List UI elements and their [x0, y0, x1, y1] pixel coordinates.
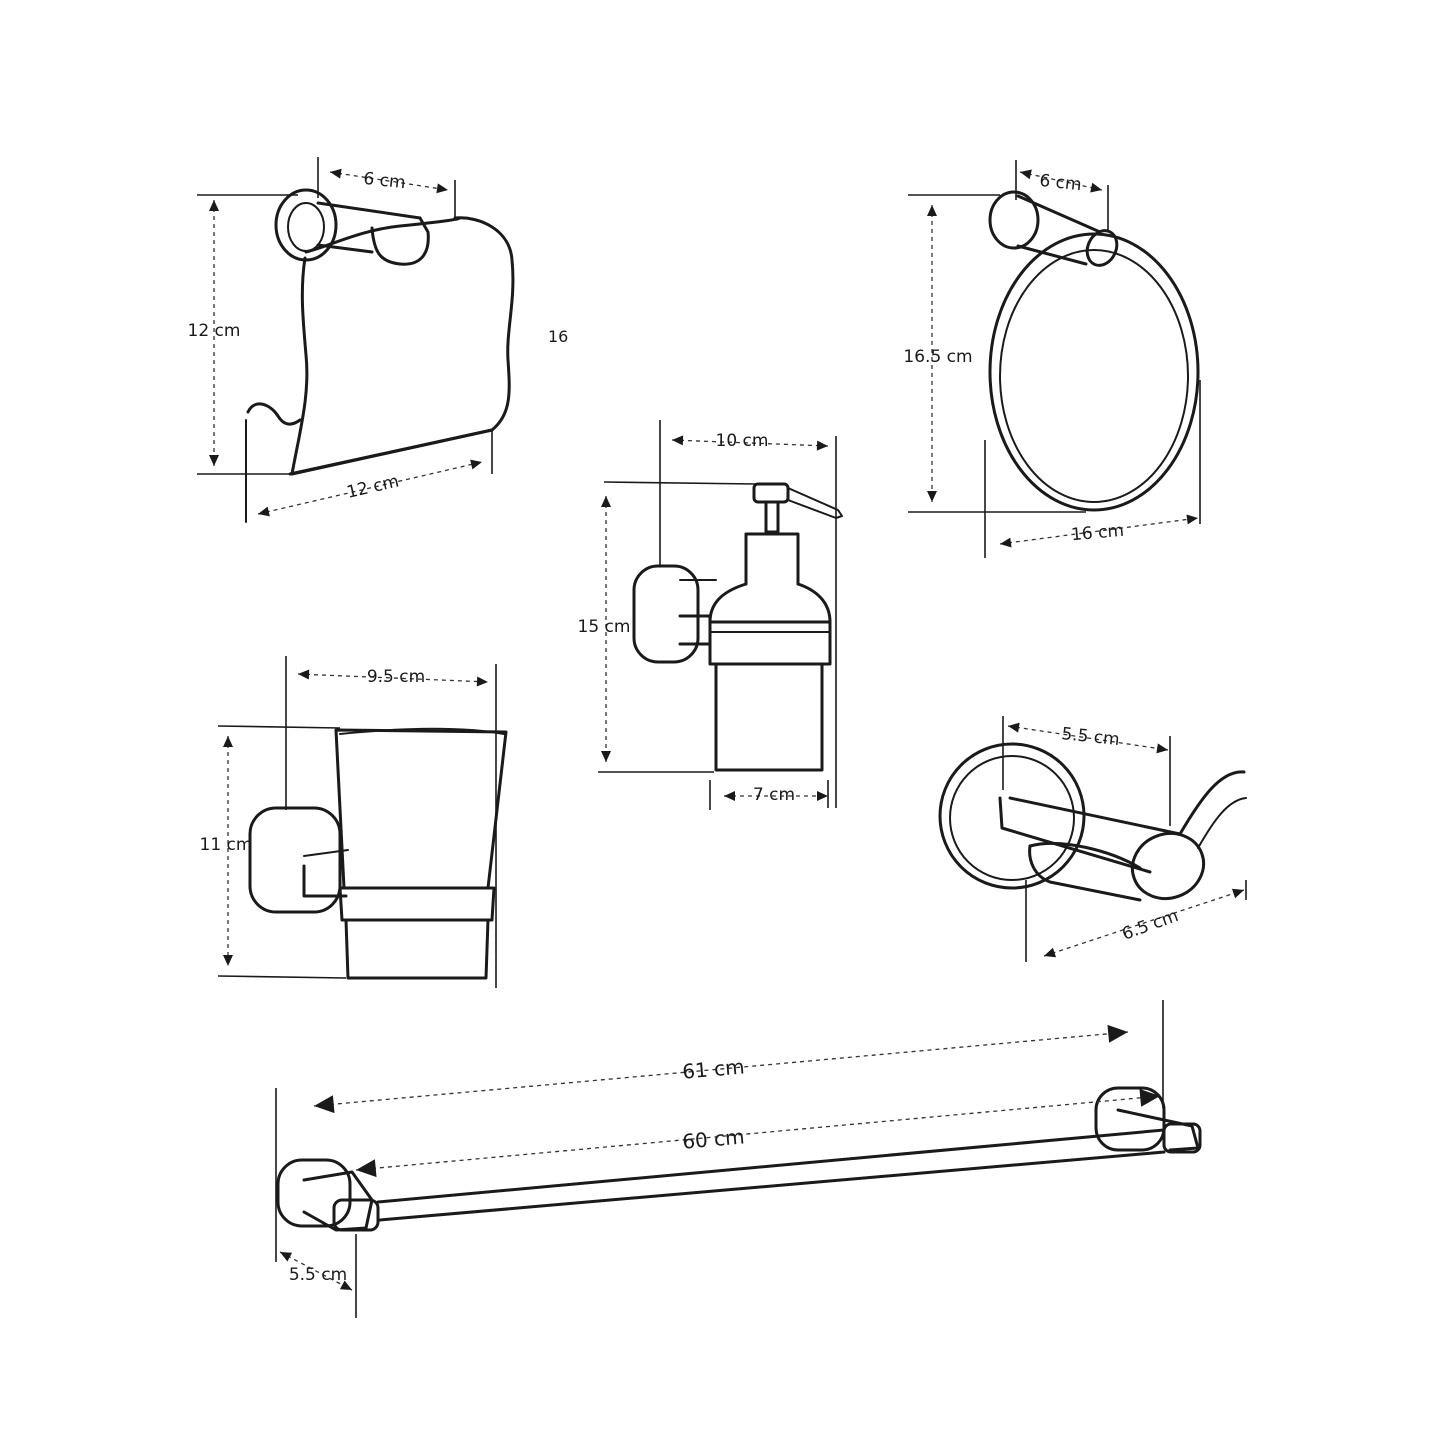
toilet-paper-holder-dimension-arrow-2-end: [209, 455, 219, 466]
towel-bar-extensions: [275, 1000, 1164, 1318]
towel-bar-bracket-label: 5.5 cm: [289, 1265, 347, 1285]
toilet-paper-holder-dimensions: [209, 168, 483, 517]
robe-hook-dimension-arrow-1-start: [1008, 722, 1020, 733]
robe-hook-width-label: 5.5 cm: [1060, 724, 1120, 750]
towel-ring-dimension-arrow-1-start: [1020, 169, 1032, 180]
towel-ring-width-label: 6 cm: [1039, 171, 1083, 195]
toilet-paper-holder-width-label: 6 cm: [363, 169, 407, 193]
soap-dispenser-dimension-arrow-3-end: [817, 791, 828, 801]
towel-ring-dimension-arrow-3-end: [1186, 514, 1198, 525]
robe-hook-drawing: [938, 742, 1247, 902]
towel-ring-dimension-line-3: [999, 517, 1199, 545]
robe-hook-dimension-arrow-2-start: [1044, 947, 1057, 958]
towel-ring-height-label: 16.5 cm: [903, 347, 972, 367]
toilet-paper-holder-dimension-line-1: [329, 171, 449, 191]
toilet-paper-holder-dimension-arrow-1-start: [330, 168, 342, 179]
tumbler-holder-extensions: [217, 656, 497, 988]
soap-dispenser-height-label: 15 cm: [578, 617, 631, 637]
towel-ring-dimension-line-1: [1019, 171, 1103, 191]
towel-bar-overall-label: 61 cm: [681, 1054, 745, 1083]
towel-ring: 6 cm 16.5 cm 16 cm: [903, 160, 1201, 558]
tumbler-holder-dimension-arrow-2-end: [223, 955, 233, 966]
towel-bar-dimension-arrow-2-start: [356, 1159, 377, 1178]
toilet-paper-holder-extensions: [197, 157, 493, 475]
soap-dispenser-dimension-arrow-1-end: [816, 440, 828, 451]
robe-hook-dimension-arrow-2-end: [1231, 888, 1244, 899]
toilet-paper-holder: 6 cm 12 cm 12 cm 16: [188, 157, 568, 523]
tumbler-holder-height-label: 11 cm: [200, 835, 253, 855]
towel-bar: 61 cm 60 cm 5.5 cm: [275, 1000, 1202, 1318]
towel-bar-drawing: [276, 1086, 1202, 1232]
towel-ring-dimension-arrow-2-end: [927, 491, 937, 502]
towel-ring-dimension-arrow-3-start: [1000, 537, 1012, 548]
toilet-paper-holder-dimension-arrow-1-end: [436, 183, 448, 194]
soap-dispenser-drawing: [632, 482, 843, 772]
towel-bar-dimensions: [279, 1024, 1161, 1291]
towel-ring-extensions: [908, 160, 1201, 558]
soap-dispenser-dimensions: [601, 435, 829, 801]
towel-ring-depth-label: 16 cm: [1070, 521, 1124, 546]
robe-hook-extensions: [1002, 716, 1247, 962]
soap-dispenser-extensions: [598, 420, 837, 810]
soap-dispenser-dimension-line-1: [671, 439, 829, 447]
soap-dispenser-dimension-arrow-2-start: [601, 496, 611, 507]
toilet-paper-holder-drawing: [245, 188, 515, 523]
towel-ring-dimensions: [927, 169, 1199, 548]
toilet-paper-holder-height-label: 12 cm: [188, 321, 241, 341]
towel-bar-dimension-line-3: [279, 1251, 353, 1291]
towel-bar-dimension-arrow-3-end: [339, 1280, 352, 1290]
soap-dispenser-dimension-arrow-3-start: [724, 791, 735, 801]
tumbler-holder-dimensions: [223, 669, 489, 966]
towel-bar-dimension-arrow-2-end: [1139, 1088, 1160, 1107]
robe-hook-depth-label: 6.5 cm: [1119, 906, 1181, 945]
toilet-paper-holder-dimension-arrow-2-start: [209, 200, 219, 211]
toilet-paper-holder-dimension-line-3: [257, 461, 483, 515]
towel-bar-dimension-line-1: [313, 1031, 1129, 1107]
tumbler-holder-drawing: [248, 727, 508, 980]
towel-bar-dimension-arrow-1-end: [1107, 1024, 1128, 1043]
robe-hook-dimension-line-2: [1043, 889, 1245, 957]
robe-hook: 5.5 cm 6.5 cm: [938, 716, 1247, 962]
towel-ring-drawing: [988, 190, 1200, 512]
towel-bar-dimension-line-2: [355, 1095, 1161, 1171]
soap-dispenser-depth-label: 7 cm: [753, 785, 795, 805]
soap-dispenser-dimension-arrow-2-end: [601, 751, 611, 762]
soap-dispenser-width-label: 10 cm: [716, 431, 769, 451]
towel-bar-dimension-arrow-1-start: [314, 1095, 335, 1114]
tumbler-holder-dimension-arrow-2-start: [223, 736, 233, 747]
towel-bar-bar-label: 60 cm: [681, 1124, 745, 1153]
toilet-paper-holder-dimension-arrow-3-start: [258, 506, 270, 517]
toilet-paper-holder-depth-label: 12 cm: [345, 471, 401, 502]
toilet-paper-holder-dimension-arrow-3-end: [470, 459, 482, 470]
robe-hook-dimensions: [1007, 722, 1245, 958]
tumbler-holder-dimension-arrow-1-start: [298, 669, 310, 680]
towel-ring-dimension-arrow-2-start: [927, 205, 937, 216]
clipped-dimension-label: 16: [548, 327, 568, 346]
tumbler-holder-width-label: 9.5 cm: [367, 667, 425, 687]
soap-dispenser-dimension-arrow-1-start: [672, 435, 684, 446]
robe-hook-dimension-arrow-1-end: [1156, 743, 1168, 754]
tumbler-holder-dimension-arrow-1-end: [476, 676, 488, 687]
towel-bar-dimension-arrow-3-start: [280, 1252, 293, 1262]
soap-dispenser: 10 cm 15 cm 7 cm: [578, 420, 843, 810]
tumbler-holder: 9.5 cm 11 cm: [200, 656, 508, 988]
robe-hook-dimension-line-1: [1007, 725, 1169, 751]
towel-ring-dimension-arrow-1-end: [1090, 182, 1102, 193]
